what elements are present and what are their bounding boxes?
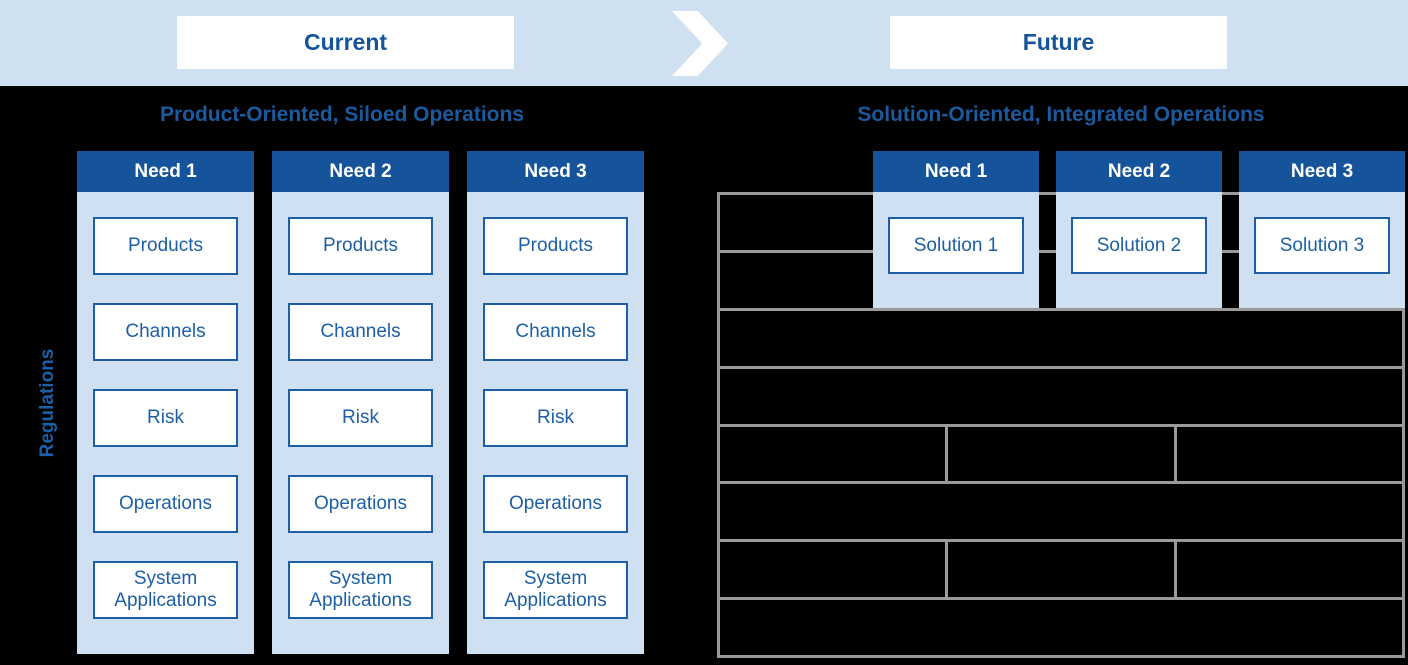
need-column-header: Need 1 [873,151,1039,192]
item-box-risk: Risk [483,389,628,447]
item-box-operations: Operations [483,475,628,533]
grid-cell [720,542,945,597]
need-column-body: Solution 1 [873,192,1039,308]
current-need-column-1: Need 1 Products Channels Risk Operations… [77,151,254,654]
future-need-column-2: Need 2 Solution 2 [1056,151,1222,308]
grid-cell [1173,426,1402,482]
solution-box-3: Solution 3 [1254,217,1390,274]
grid-cell [945,426,1173,482]
grid-row-7 [720,542,1402,601]
need-column-header: Need 2 [272,151,449,192]
grid-row-5 [720,426,1402,485]
item-box-products: Products [288,217,433,275]
chevron-right-icon [672,11,728,76]
grid-cell [720,427,945,482]
grid-cell [1173,542,1402,598]
need-column-header: Need 3 [467,151,644,192]
future-need-column-1: Need 1 Solution 1 [873,151,1039,308]
item-box-channels: Channels [288,303,433,361]
item-box-products: Products [483,217,628,275]
item-box-risk: Risk [93,389,238,447]
item-box-risk: Risk [288,389,433,447]
item-box-operations: Operations [288,475,433,533]
need-column-body: Solution 2 [1056,192,1222,308]
need-column-body: Solution 3 [1239,192,1405,308]
item-box-channels: Channels [93,303,238,361]
item-box-system-applications: System Applications [93,561,238,619]
solution-box-1: Solution 1 [888,217,1024,274]
current-state-label: Current [177,16,514,69]
current-need-column-2: Need 2 Products Channels Risk Operations… [272,151,449,654]
grid-row-8 [720,600,1402,655]
future-need-column-3: Need 3 Solution 3 [1239,151,1405,308]
item-box-system-applications: System Applications [288,561,433,619]
future-state-label: Future [890,16,1227,69]
item-box-system-applications: System Applications [483,561,628,619]
transition-banner: Current Future [0,0,1408,86]
need-column-body: Products Channels Risk Operations System… [272,192,449,654]
need-column-body: Products Channels Risk Operations System… [467,192,644,654]
grid-row-4 [720,369,1402,427]
current-need-column-3: Need 3 Products Channels Risk Operations… [467,151,644,654]
grid-cell [945,542,1173,598]
solution-box-2: Solution 2 [1071,217,1207,274]
item-box-products: Products [93,217,238,275]
grid-row-2 [720,253,1402,311]
grid-row-3 [720,311,1402,369]
need-column-header: Need 2 [1056,151,1222,192]
item-box-operations: Operations [93,475,238,533]
need-column-header: Need 3 [1239,151,1405,192]
regulations-label: Regulations [37,348,58,458]
need-column-body: Products Channels Risk Operations System… [77,192,254,654]
item-box-channels: Channels [483,303,628,361]
future-section-heading: Solution-Oriented, Integrated Operations [857,103,1265,126]
need-column-header: Need 1 [77,151,254,192]
grid-row-6 [720,484,1402,543]
current-section-heading: Product-Oriented, Siloed Operations [159,103,525,126]
